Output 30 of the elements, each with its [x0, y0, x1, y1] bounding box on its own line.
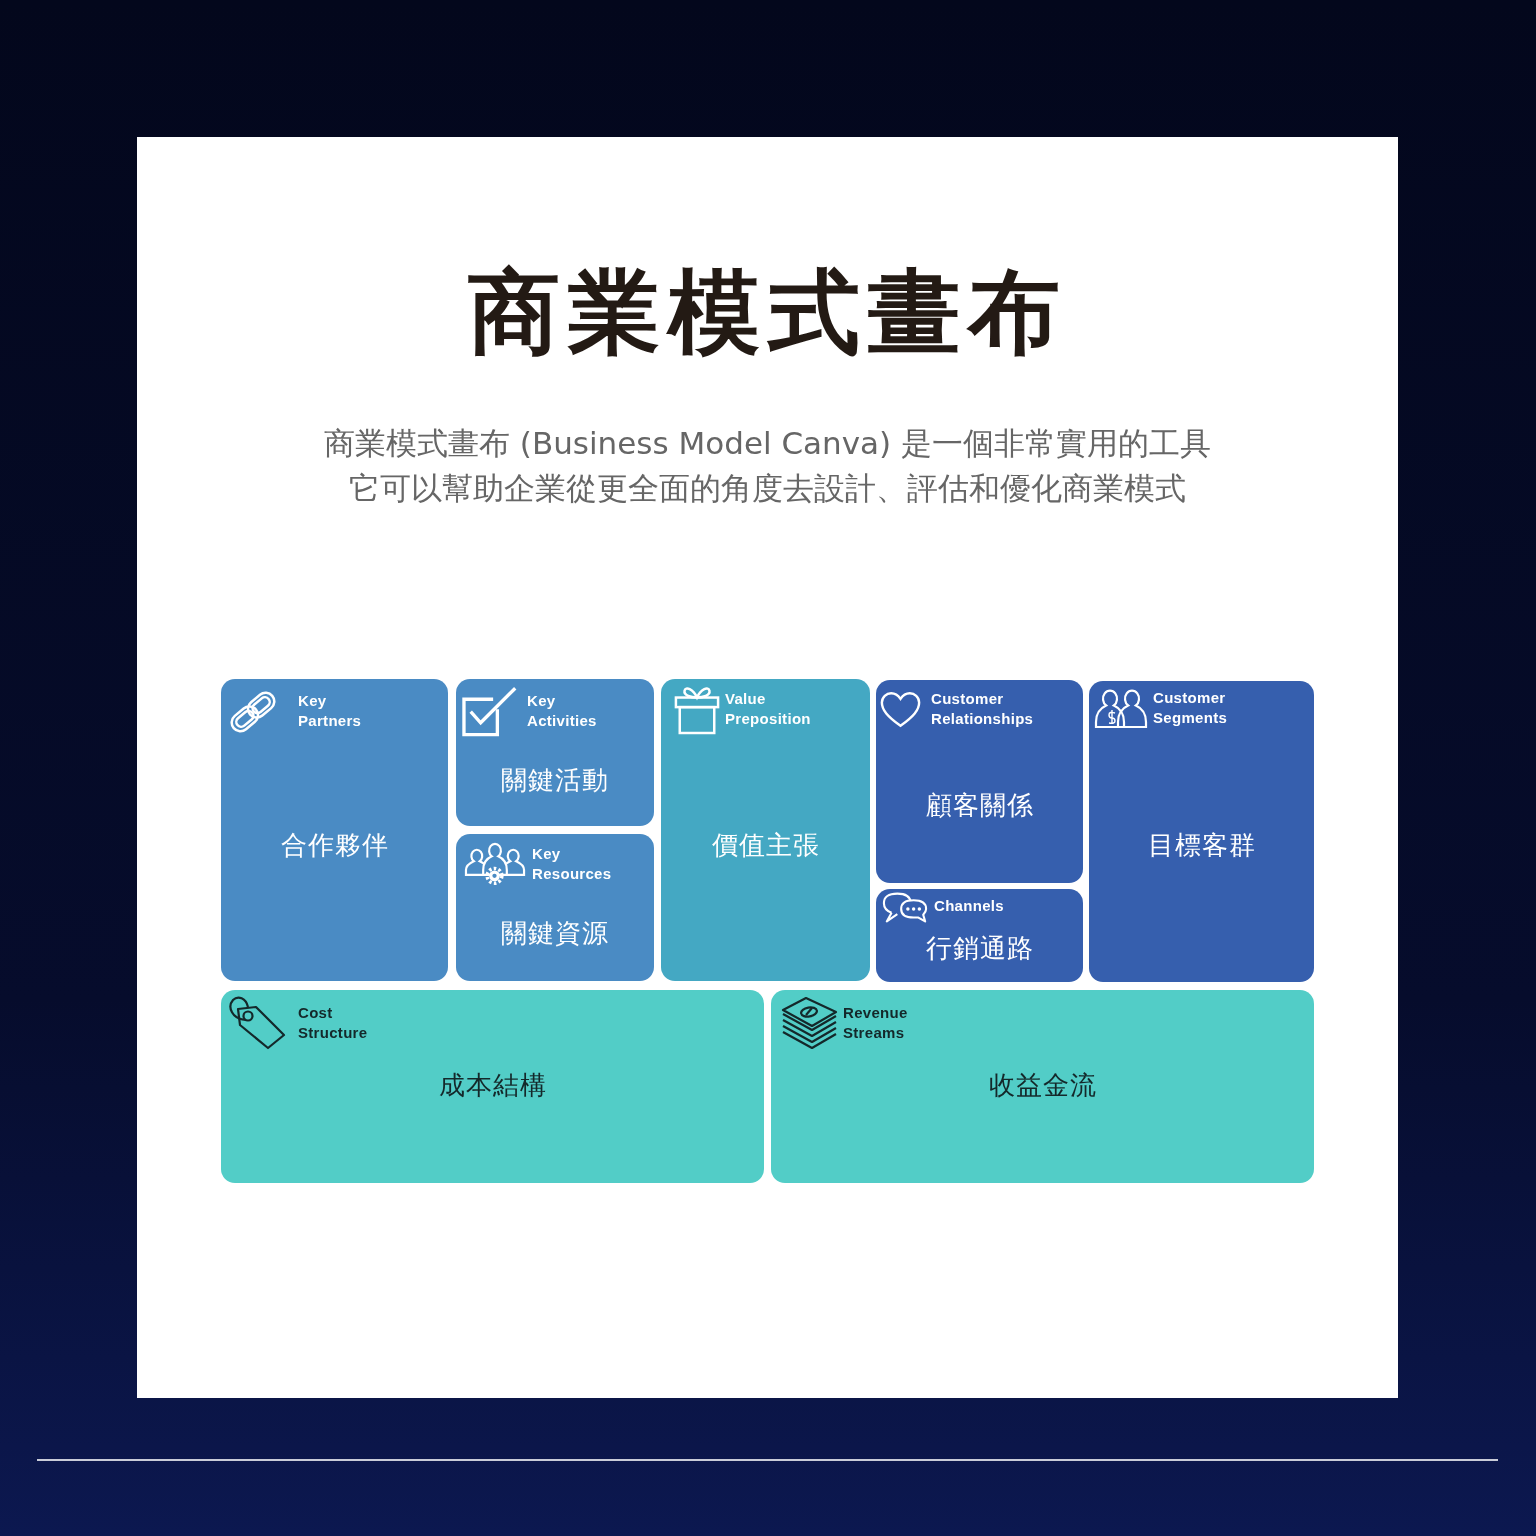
block-heading: Customer Relationships: [931, 689, 1034, 729]
description-text: 商業模式畫布 (Business Model Canva) 是一個非常實用的工具: [323, 424, 1212, 463]
title: 商業模式畫布: [466, 257, 1069, 368]
canvas-block: [771, 990, 1314, 1183]
block-heading: Customer Segments: [1153, 688, 1228, 728]
canvas-block: [1089, 681, 1314, 982]
block-heading: Channels: [934, 896, 1004, 916]
canvas-block: [456, 679, 654, 826]
block-label: 價值主張: [711, 829, 820, 862]
canvas-block: [876, 680, 1083, 883]
canvas-block: [221, 679, 448, 981]
canvas-block: [456, 834, 654, 981]
block-heading: Key Resources: [532, 844, 612, 884]
block-label: 成本結構: [438, 1069, 547, 1102]
block-heading: Key Partners: [298, 691, 362, 731]
canvas-block: [876, 889, 1083, 982]
block-label: 關鍵資源: [501, 917, 609, 950]
block-label: 關鍵活動: [501, 764, 609, 797]
description-text: 它可以幫助企業從更全面的角度去設計、評估和優化商業模式: [348, 469, 1187, 508]
block-heading: Value Preposition: [725, 689, 811, 729]
block-label: 收益金流: [988, 1069, 1097, 1102]
block-label: 顧客關係: [925, 789, 1034, 822]
canvas-block: [661, 679, 870, 981]
canvas-block: [221, 990, 764, 1183]
block-heading: Key Activities: [527, 691, 597, 731]
block-label: 合作夥伴: [280, 829, 389, 862]
block-heading: Revenue Streams: [843, 1003, 908, 1043]
block-label: 行銷通路: [925, 932, 1034, 965]
block-label: 目標客群: [1147, 829, 1256, 862]
block-heading: Cost Structure: [298, 1003, 368, 1043]
